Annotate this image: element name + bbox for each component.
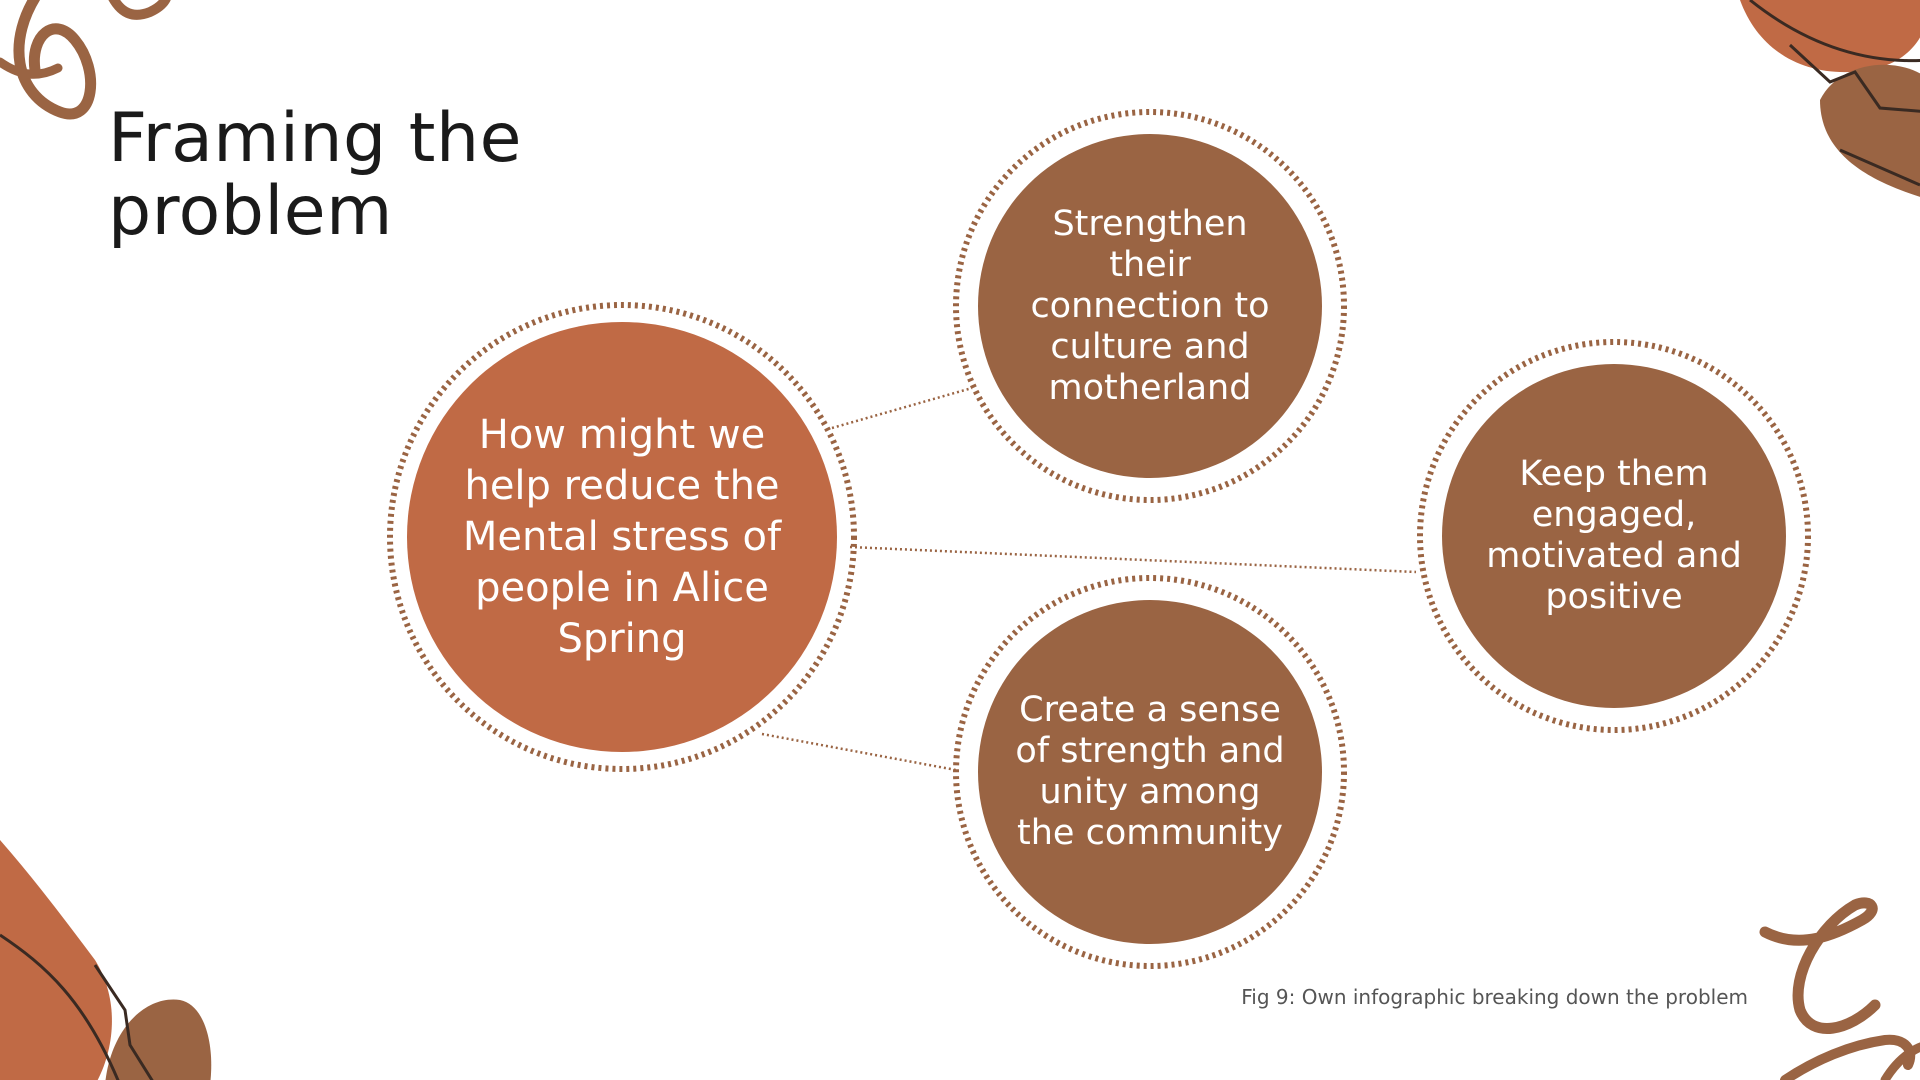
unity-node-fill <box>978 600 1322 944</box>
branch-node-unity-text: Create a sense of strength and unity amo… <box>1015 690 1285 853</box>
central-node-fill <box>407 322 837 752</box>
central-node-ring <box>387 302 857 772</box>
culture-node-ring <box>953 109 1347 503</box>
figure-caption: Fig 9: Own infographic breaking down the… <box>1241 985 1748 1009</box>
swirl-top-left <box>0 0 171 120</box>
swirl-bottom-right <box>1759 897 1920 1080</box>
slide-title: Framing the problem <box>108 99 522 252</box>
connector-unity <box>761 732 957 772</box>
branch-node-culture-text: Strengthen their connection to culture a… <box>1030 203 1270 408</box>
branch-node-engaged: Keep them engaged, motivated and positiv… <box>1442 364 1786 708</box>
branch-node-culture: Strengthen their connection to culture a… <box>978 134 1322 478</box>
branch-node-engaged-text: Keep them engaged, motivated and positiv… <box>1486 454 1742 617</box>
leaves-bottom-left <box>0 840 212 1080</box>
engaged-node-fill <box>1442 364 1786 708</box>
branch-node-unity: Create a sense of strength and unity amo… <box>978 600 1322 944</box>
central-question-node: How might we help reduce the Mental stre… <box>407 322 837 752</box>
central-question-text: How might we help reduce the Mental stre… <box>462 411 782 662</box>
connector-engaged <box>849 545 1417 574</box>
culture-node-fill <box>978 134 1322 478</box>
unity-node-ring <box>953 575 1347 969</box>
connector-culture <box>831 386 973 430</box>
leaves-top-right <box>1740 0 1920 197</box>
engaged-node-ring <box>1417 339 1811 733</box>
